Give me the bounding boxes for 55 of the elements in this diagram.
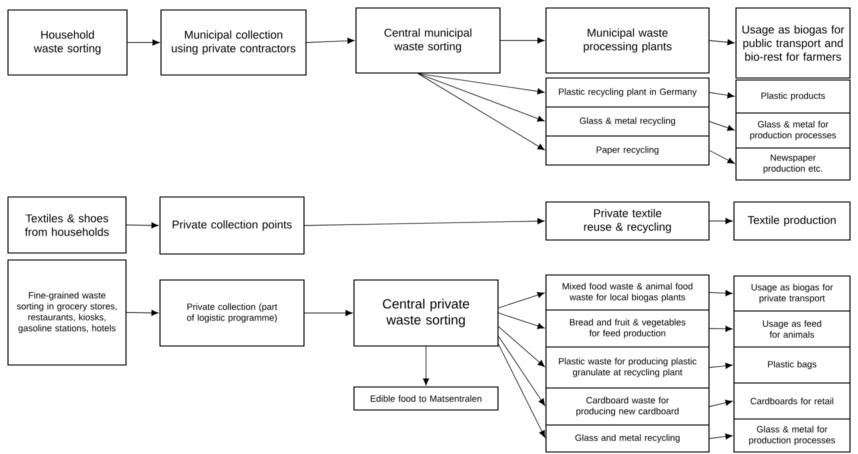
- process-box: Plastic bags: [733, 346, 851, 384]
- arrow: [709, 400, 733, 407]
- process-box: Textiles & shoes from households: [7, 196, 127, 254]
- process-box: Edible food to Matsentralen: [353, 386, 499, 411]
- arrow: [709, 121, 735, 131]
- arrow: [418, 73, 545, 94]
- arrow: [709, 362, 733, 369]
- process-box: Paper recycling: [545, 135, 710, 166]
- arrow: [709, 290, 733, 296]
- process-box: Plastic products: [735, 79, 851, 114]
- process-box: Usage as feed for animals: [733, 310, 851, 348]
- process-box: Glass and metal recycling: [545, 424, 710, 453]
- process-box: Bread and fruit & vegetables for feed production: [545, 309, 710, 348]
- process-box: Municipal collection using private contractors: [160, 9, 307, 76]
- arrow: [498, 336, 546, 406]
- process-box: Glass & metal for production processes: [733, 418, 851, 453]
- process-box: Usage as biogas for private transport: [733, 275, 851, 312]
- process-box: Private textile reuse & recycling: [545, 201, 710, 241]
- arrow: [709, 218, 733, 224]
- arrow: [498, 312, 545, 329]
- process-box: Cardboard waste for producing new cardboard: [545, 387, 710, 426]
- process-box: Fine-grained waste sorting in grocery stores, restaurants, kiosks, gasoline stations, hotels: [7, 259, 127, 366]
- arrow: [418, 73, 545, 150]
- process-box: Municipal waste processing plants: [545, 7, 710, 74]
- process-box: Plastic waste for producing plastic granulate at recycling plant: [545, 346, 710, 389]
- process-box: Cardboards for retail: [733, 382, 851, 420]
- arrow: [422, 346, 430, 386]
- process-box: Central private waste sorting: [353, 279, 499, 347]
- arrow: [709, 150, 735, 164]
- process-box: Private collection points: [159, 196, 305, 255]
- arrow: [127, 39, 160, 46]
- arrow: [709, 92, 735, 98]
- process-box: Private collection (part of logistic programme): [159, 279, 305, 347]
- process-box: Plastic recycling plant in Germany: [545, 77, 710, 108]
- arrow: [126, 310, 159, 316]
- arrow: [306, 38, 355, 44]
- process-box: Glass & metal for production processes: [735, 112, 851, 149]
- process-box: Newspaper production etc.: [735, 147, 851, 181]
- arrow: [304, 310, 353, 316]
- arrow: [709, 326, 733, 332]
- arrow: [709, 433, 733, 440]
- process-box: Central municipal waste sorting: [355, 7, 501, 74]
- arrow: [304, 218, 545, 226]
- process-box: Textile production: [733, 201, 851, 241]
- arrow: [500, 37, 545, 44]
- process-box: Mixed food waste & animal food waste for local biogas plants: [545, 274, 710, 311]
- arrow: [709, 39, 735, 46]
- arrow: [498, 344, 546, 438]
- process-box: Household waste sorting: [7, 9, 128, 76]
- arrow: [498, 326, 545, 367]
- arrow: [498, 292, 545, 308]
- arrow: [418, 73, 545, 122]
- process-box: Glass & metal recycling: [545, 106, 710, 137]
- process-box: Usage as biogas for public transport and bio-rest for farmers: [735, 7, 851, 79]
- arrow: [126, 222, 159, 228]
